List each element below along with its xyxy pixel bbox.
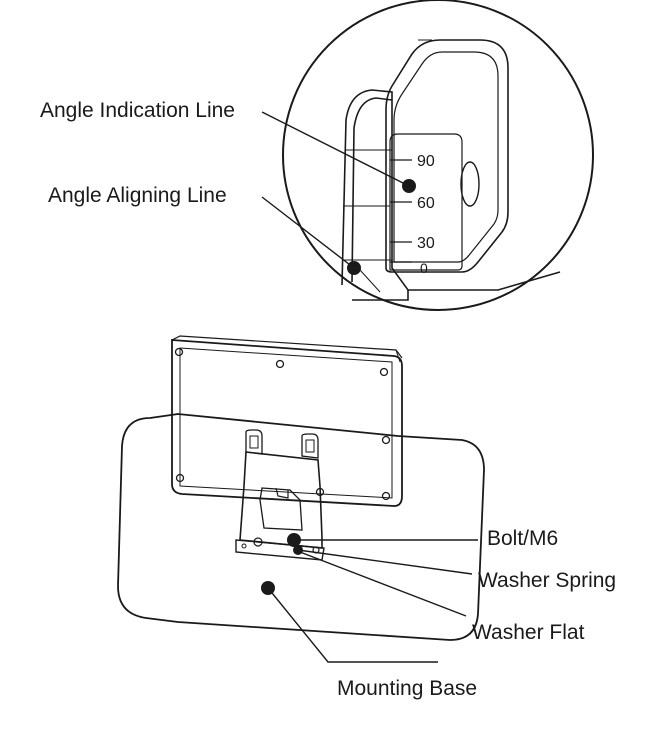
label-washer-flat: Washer Flat — [472, 621, 585, 644]
label-angle-aligning-line: Angle Aligning Line — [48, 184, 227, 207]
hinge-bracket — [341, 89, 561, 291]
leader-lines — [261, 111, 478, 663]
hinge-block — [385, 39, 509, 273]
label-washer-spring: Washer Spring — [478, 569, 617, 592]
leader-mounting-base — [267, 587, 438, 663]
monitor — [171, 335, 403, 507]
angle-detail-view — [282, 0, 594, 311]
leader-washer-spring — [297, 549, 473, 575]
label-angle-indication-line: Angle Indication Line — [40, 99, 235, 122]
label-mounting-base: Mounting Base — [337, 677, 478, 700]
scale-mark-0: 0 — [420, 260, 428, 276]
leader-angle-indication — [261, 111, 410, 187]
stand-leg — [239, 451, 323, 549]
detail-circle — [282, 0, 594, 311]
leader-washer-flat — [299, 551, 467, 617]
mounting-base-plate — [117, 413, 485, 641]
stand-foot — [235, 539, 325, 561]
monitor-back-panel — [171, 339, 403, 507]
scale-mark-90: 90 — [417, 153, 435, 170]
scale-mark-30: 30 — [417, 235, 435, 252]
angle-scale-plate — [389, 133, 463, 271]
leader-angle-aligning — [261, 196, 355, 269]
label-bolt-m6: Bolt/M6 — [487, 527, 559, 550]
scale-mark-60: 60 — [417, 195, 435, 212]
